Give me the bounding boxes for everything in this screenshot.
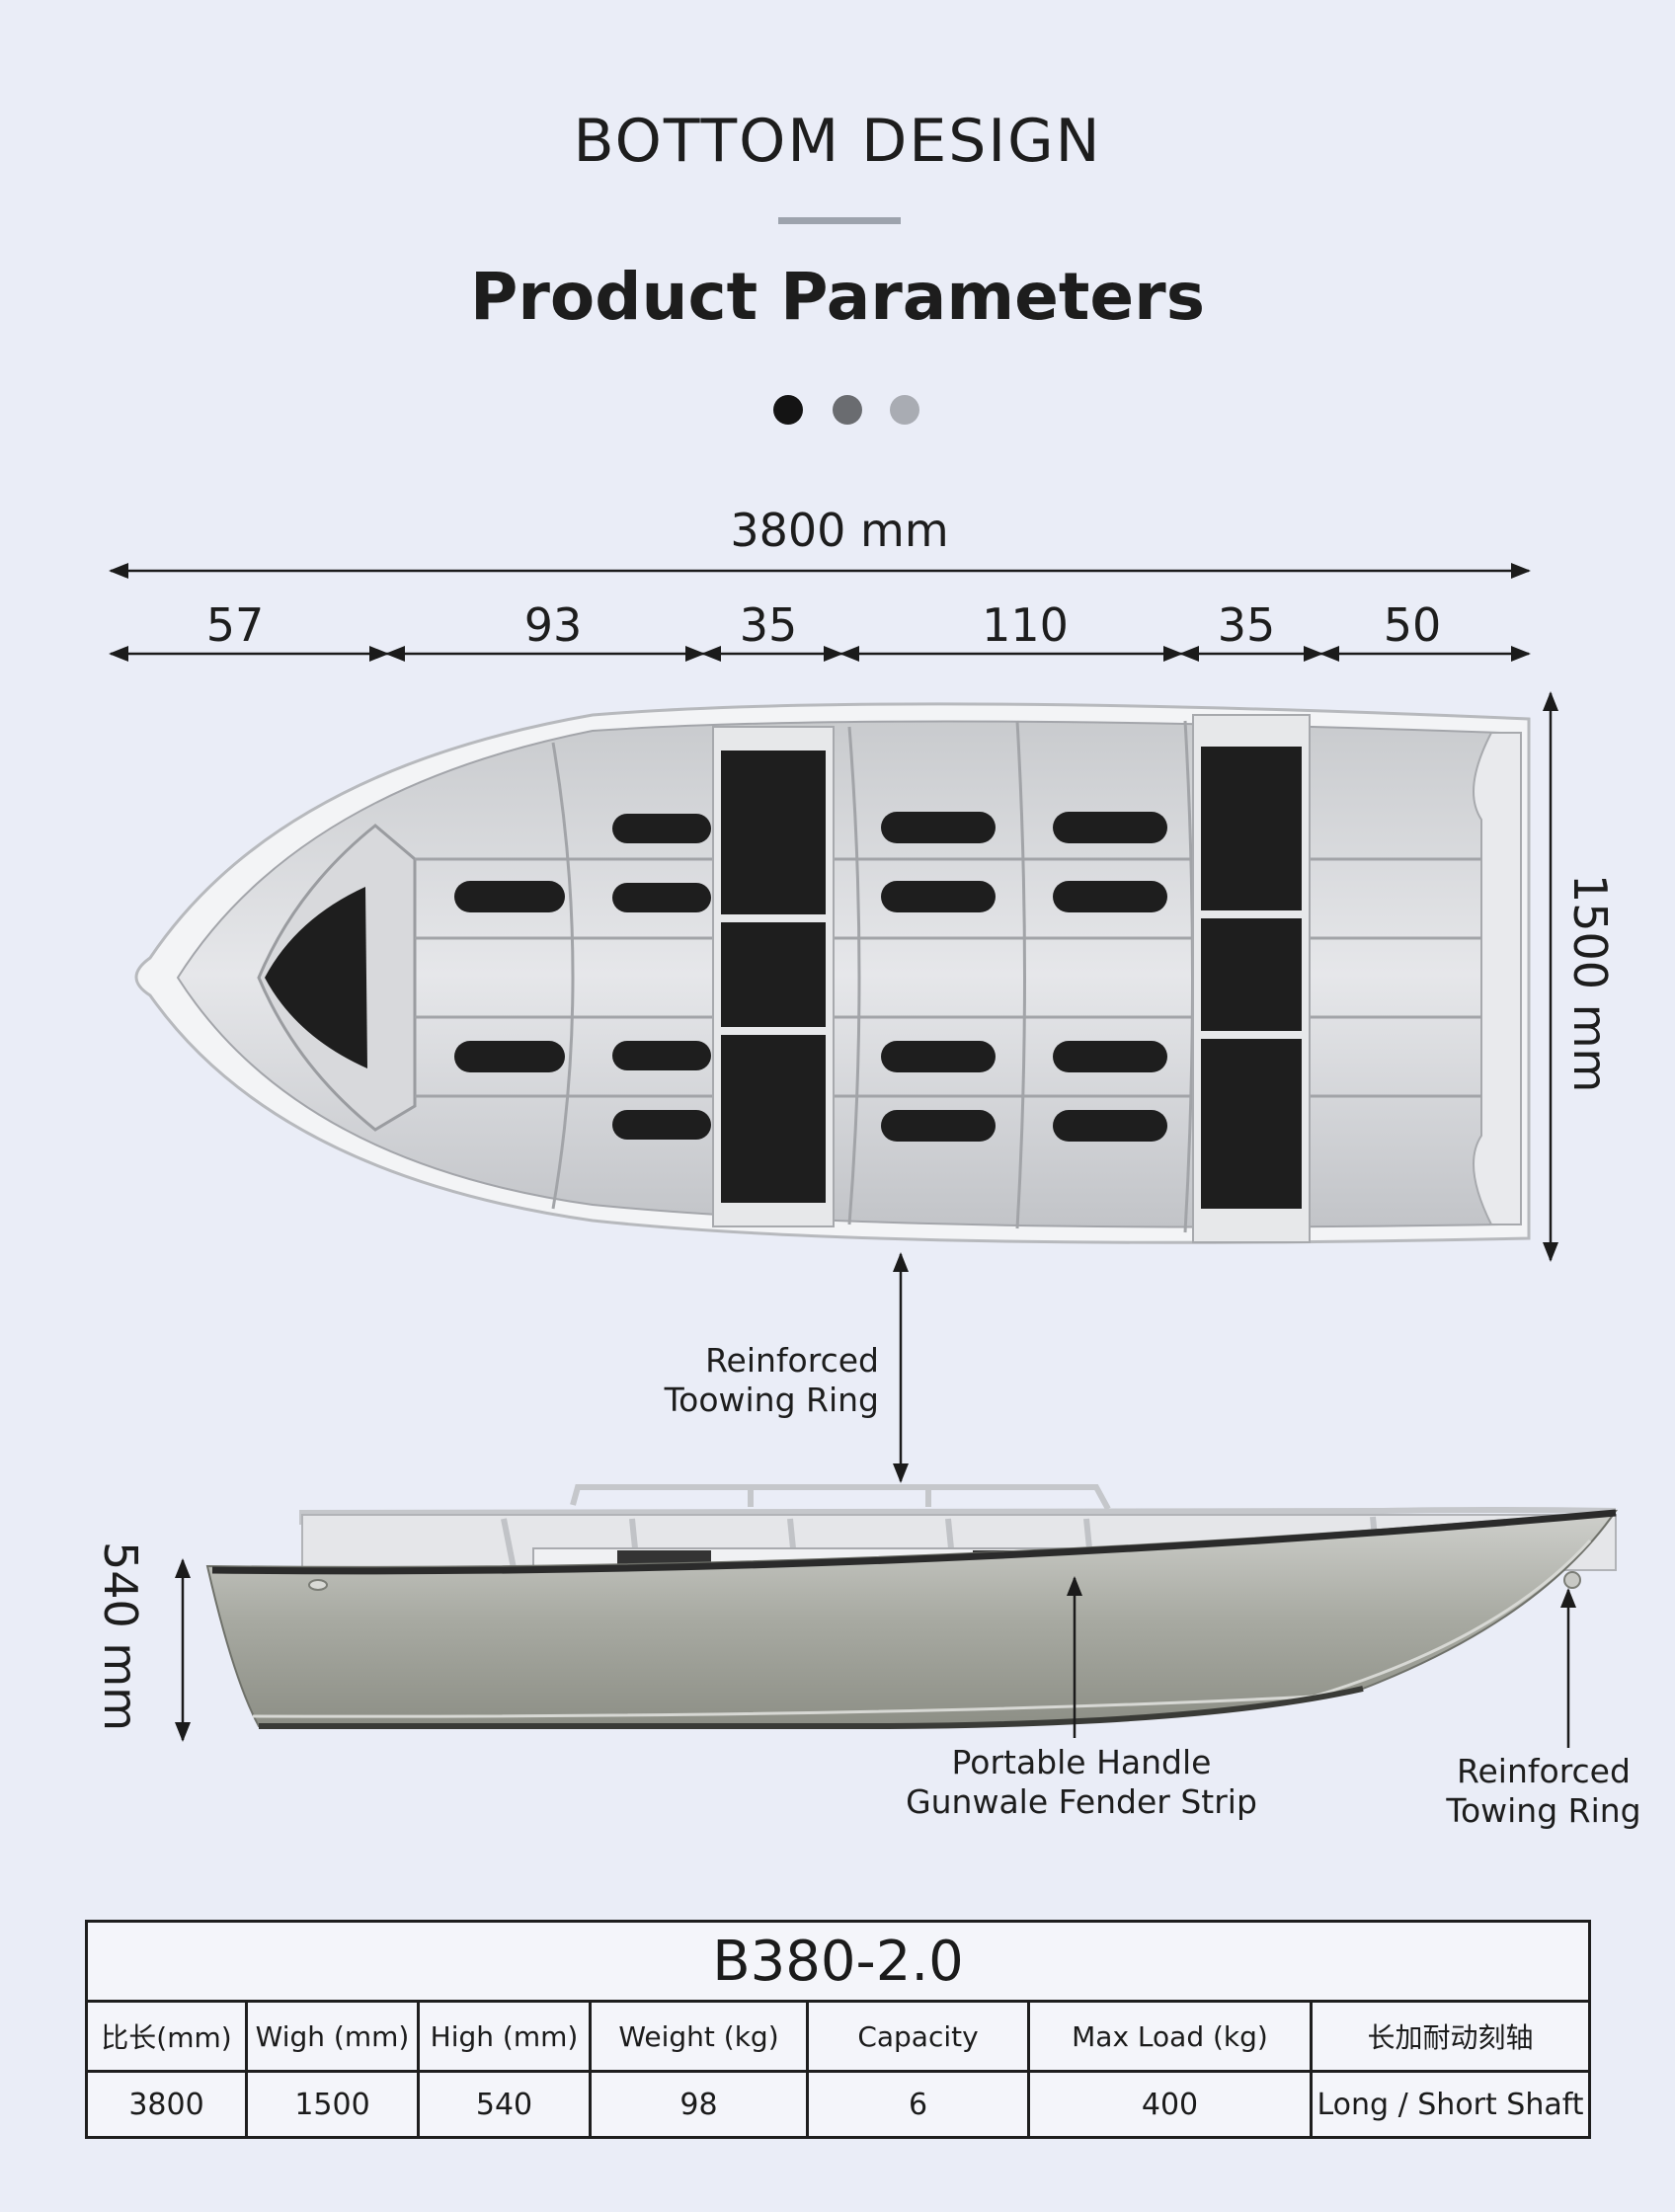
- table-cell: 3800: [85, 2070, 248, 2139]
- segment-label-4: 110: [982, 598, 1069, 652]
- spec-title-row: B380-2.0: [84, 1920, 1592, 2003]
- dimension-lines: [109, 563, 1558, 1742]
- column-header: 比长(mm): [85, 2000, 248, 2073]
- boat-side-view: [205, 1484, 1619, 1729]
- page-title: Product Parameters: [469, 259, 1206, 335]
- column-header: 长加耐动刻轴: [1309, 2000, 1592, 2073]
- table-header-row: 比长(mm) Wigh (mm) High (mm) Weight (kg) C…: [85, 2000, 1592, 2073]
- table-cell: Long / Short Shaft: [1309, 2070, 1592, 2139]
- pagination-dot-2: [833, 395, 862, 425]
- callout-line: Portable Handle: [951, 1743, 1212, 1781]
- callout-towing-ring-stern: Reinforced Towing Ring: [1422, 1752, 1665, 1831]
- segment-label-2: 93: [523, 598, 583, 652]
- callout-leaders: [893, 1252, 1576, 1748]
- model-name: B380-2.0: [84, 1920, 1592, 2003]
- callout-line: Reinforced: [1457, 1752, 1631, 1790]
- column-header: Wigh (mm): [245, 2000, 420, 2073]
- callout-handle-fender: Portable Handle Gunwale Fender Strip: [869, 1743, 1294, 1822]
- callout-line: Gunwale Fender Strip: [906, 1782, 1257, 1821]
- boat-top-view: [134, 702, 1531, 1244]
- callout-line: Reinforced: [705, 1341, 879, 1380]
- table-row: 3800 1500 540 98 6 400 Long / Short Shaf…: [85, 2070, 1592, 2139]
- column-header: Capacity: [806, 2000, 1030, 2073]
- column-header: High (mm): [417, 2000, 592, 2073]
- table-cell: 400: [1027, 2070, 1313, 2139]
- section-title: BOTTOM DESIGN: [573, 107, 1102, 176]
- table-cell: 98: [589, 2070, 809, 2139]
- segment-label-5: 35: [1217, 598, 1276, 652]
- callout-line: Toowing Ring: [664, 1381, 879, 1419]
- callout-line: Towing Ring: [1446, 1791, 1641, 1830]
- column-header: Weight (kg): [589, 2000, 809, 2073]
- segment-label-1: 57: [205, 598, 265, 652]
- segment-label-6: 50: [1383, 598, 1442, 652]
- column-header: Max Load (kg): [1027, 2000, 1313, 2073]
- segment-label-3: 35: [739, 598, 798, 652]
- table-cell: 6: [806, 2070, 1030, 2139]
- table-cell: 1500: [245, 2070, 420, 2139]
- callout-towing-ring-top: Reinforced Toowing Ring: [612, 1341, 879, 1420]
- pagination-dot-1: [773, 395, 803, 425]
- spec-table: B380-2.0 比长(mm) Wigh (mm) High (mm) Weig…: [84, 1920, 1592, 2139]
- total-length-label: 3800 mm: [730, 504, 949, 557]
- pagination-dot-3: [890, 395, 919, 425]
- table-cell: 540: [417, 2070, 592, 2139]
- title-divider: [778, 217, 901, 224]
